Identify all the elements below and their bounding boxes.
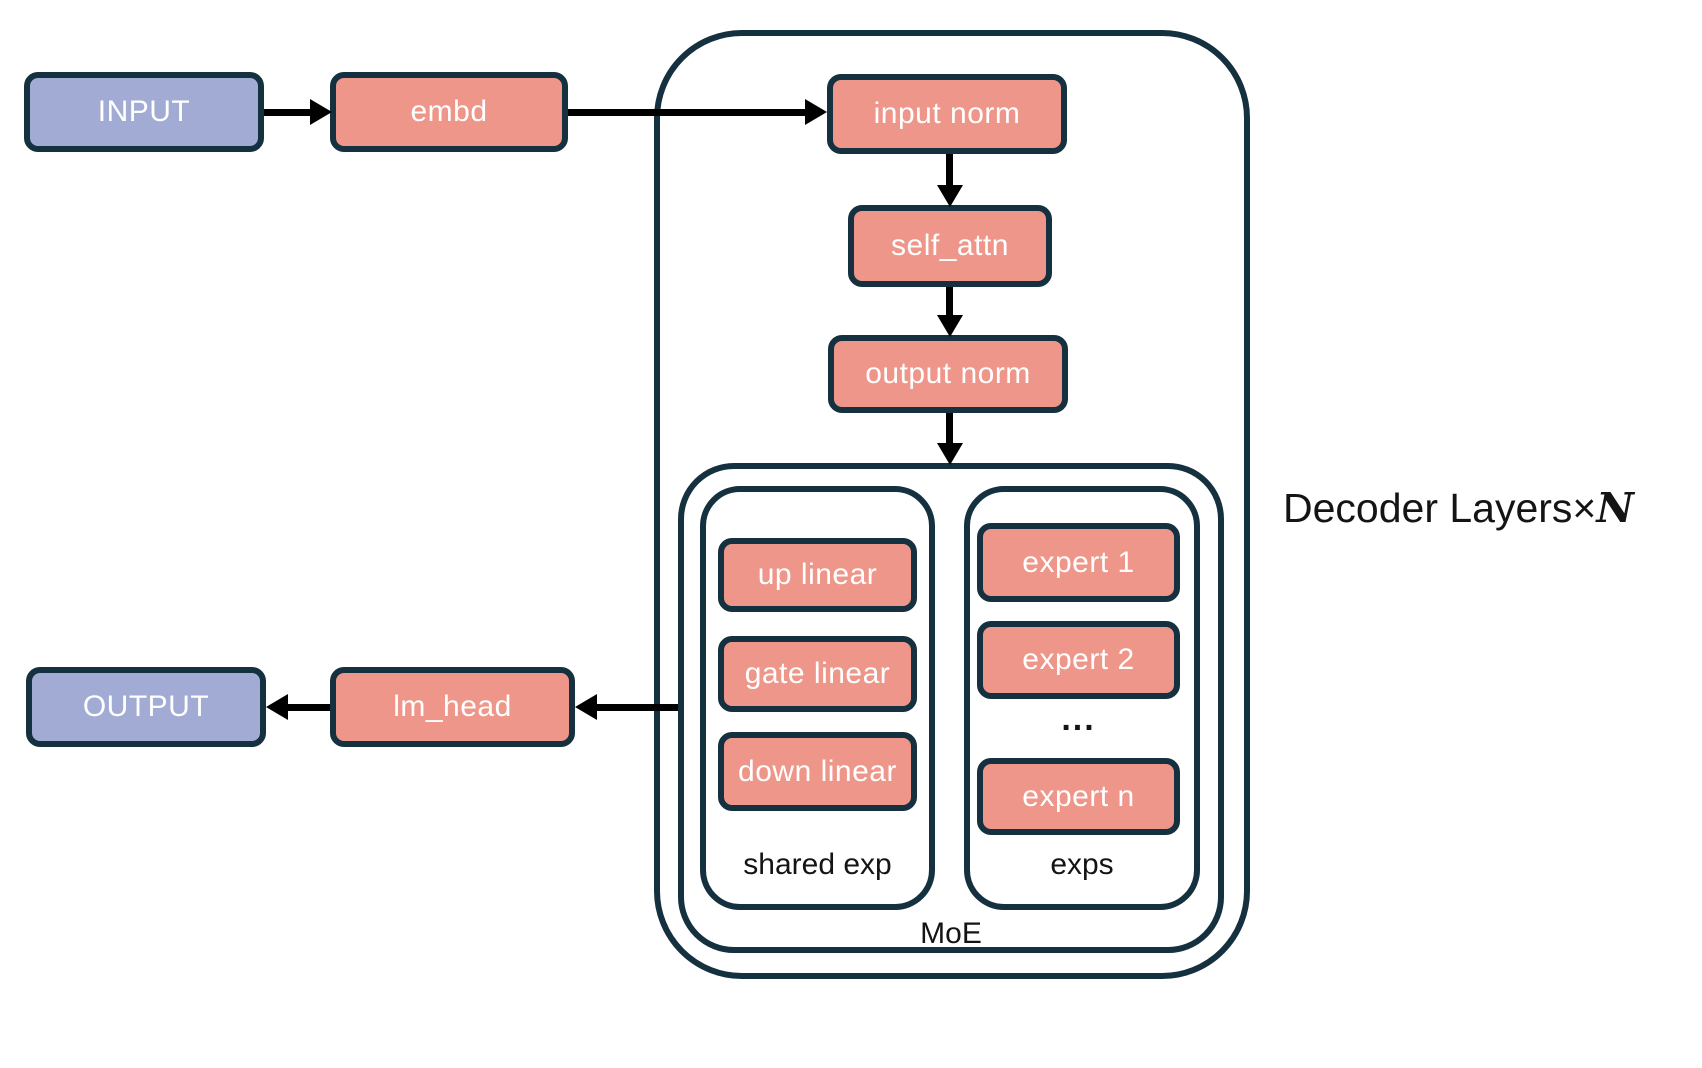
node-input: INPUT	[24, 72, 264, 152]
decoder-layers-text: Decoder Layers×	[1283, 485, 1597, 531]
node-expert-n: expert n	[977, 758, 1180, 835]
node-self-attn: self_attn	[848, 205, 1052, 287]
node-gate-linear: gate linear	[718, 636, 917, 712]
node-output: OUTPUT	[26, 667, 266, 747]
node-down-linear: down linear	[718, 732, 917, 811]
shared-exp-label: shared exp	[743, 848, 892, 881]
node-embd: embd	[330, 72, 568, 152]
arrow-shaft	[946, 287, 953, 319]
n-variable: N	[1596, 484, 1634, 532]
exps-label: exps	[1050, 848, 1114, 881]
node-expert-2: expert 2	[977, 621, 1180, 699]
node-up-linear: up linear	[718, 538, 917, 612]
moe-label: MoE	[920, 917, 982, 950]
arrow-head	[937, 315, 963, 337]
node-input-norm: input norm	[827, 74, 1067, 154]
arrow-head	[937, 443, 963, 465]
experts-ellipsis: ...	[1061, 700, 1096, 738]
arrow-shaft	[286, 704, 330, 711]
decoder-layers-label: Decoder Layers×N	[1283, 484, 1634, 532]
arrow-shaft	[595, 704, 678, 711]
arrow-head	[937, 185, 963, 207]
arrow-shaft	[568, 109, 807, 116]
arrow-shaft	[946, 413, 953, 447]
arrow-head	[266, 694, 288, 720]
node-output-norm: output norm	[828, 335, 1068, 413]
node-lm-head: lm_head	[330, 667, 575, 747]
node-expert-1: expert 1	[977, 523, 1180, 602]
arrow-head	[805, 99, 827, 125]
arrow-head	[310, 99, 332, 125]
arrow-shaft	[946, 154, 953, 189]
arrow-shaft	[264, 109, 312, 116]
arrow-head	[575, 694, 597, 720]
